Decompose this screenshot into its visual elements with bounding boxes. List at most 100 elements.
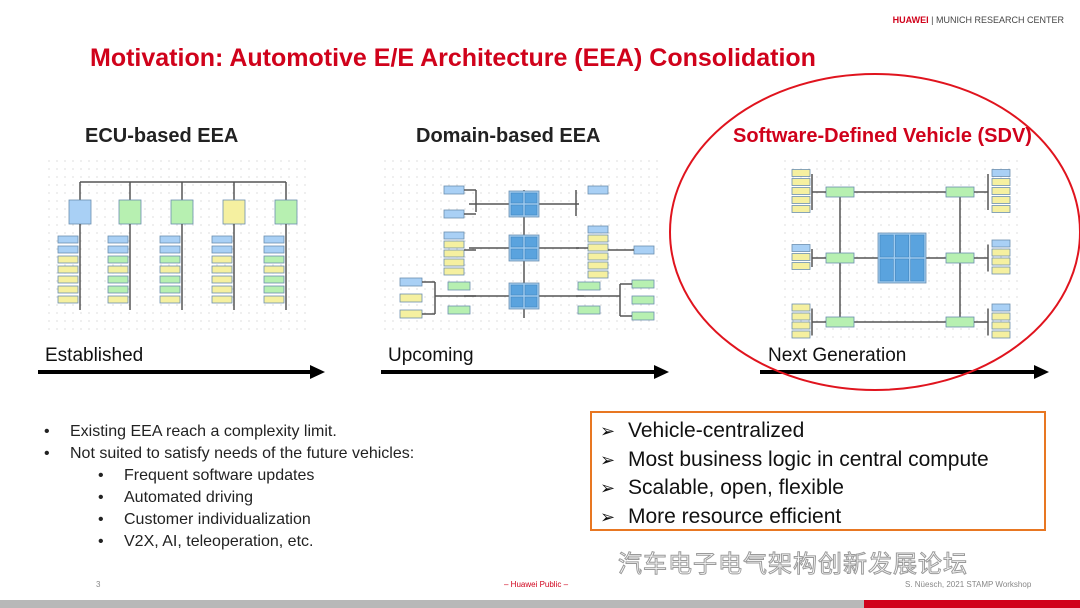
domain-node xyxy=(399,277,423,287)
sdv-peripheral-node xyxy=(991,321,1011,330)
ecu-node xyxy=(107,295,129,304)
bullet-dot: • xyxy=(44,423,50,440)
brand-separator: | xyxy=(931,15,934,25)
domain-node xyxy=(587,234,609,243)
sub-bullet-text: Customer individualization xyxy=(124,511,311,528)
domain-node xyxy=(443,267,465,276)
sdv-peripheral-node xyxy=(791,178,811,186)
stage-label-next-generation: Next Generation xyxy=(768,345,907,366)
benefit-text: Most business logic in central compute xyxy=(628,447,989,471)
bullet-item: • Not suited to satisfy needs of the fut… xyxy=(44,443,414,465)
compute-core xyxy=(510,204,524,216)
sub-bullet-text: Frequent software updates xyxy=(124,467,315,484)
benefit-item: ➢ More resource efficient xyxy=(600,503,1044,532)
sub-bullet-item: • V2X, AI, teleoperation, etc. xyxy=(44,531,414,553)
domain-node xyxy=(443,209,465,219)
sdv-benefits-box: ➢ Vehicle-centralized ➢ Most business lo… xyxy=(590,411,1046,531)
ecu-node xyxy=(263,275,285,284)
domain-node xyxy=(587,185,609,195)
author-credit: S. Nüesch, 2021 STAMP Workshop xyxy=(905,580,1032,589)
ecu-node xyxy=(159,255,181,264)
compute-core xyxy=(524,192,538,204)
sdv-column-title: Software-Defined Vehicle (SDV) xyxy=(733,125,1032,147)
brand-name: HUAWEI xyxy=(892,15,929,25)
bullet-text: Not suited to satisfy needs of the futur… xyxy=(70,445,415,462)
domain-node xyxy=(633,245,655,255)
sdv-peripheral-node xyxy=(791,330,811,339)
wechat-watermark: 汽车电子电气架构创新发展论坛 xyxy=(618,551,968,579)
domain-node xyxy=(587,261,609,270)
sdv-peripheral-node xyxy=(791,205,811,213)
compute-core xyxy=(524,236,538,248)
ecu-node xyxy=(107,255,129,264)
domain-node xyxy=(587,270,609,279)
ecu-node xyxy=(263,295,285,304)
ecu-node xyxy=(57,295,79,304)
ecu-node xyxy=(57,235,79,244)
domain-node xyxy=(443,185,465,195)
ecu-node xyxy=(211,275,233,284)
ecu-controller xyxy=(118,199,142,225)
sdv-peripheral-node xyxy=(991,196,1011,204)
compute-core xyxy=(879,234,894,258)
ecu-node xyxy=(159,235,181,244)
sub-bullet-item: • Frequent software updates xyxy=(44,465,414,487)
stage-arrow-established xyxy=(38,365,325,379)
domain-node xyxy=(447,281,471,291)
ecu-node xyxy=(159,275,181,284)
zone-gateway xyxy=(825,252,855,264)
sdv-peripheral-node xyxy=(991,266,1011,275)
domain-node xyxy=(631,311,655,321)
ecu-controller xyxy=(222,199,246,225)
domain-column-title: Domain-based EEA xyxy=(416,125,601,147)
ecu-node xyxy=(57,255,79,264)
sdv-peripheral-node xyxy=(791,253,811,261)
ecu-node xyxy=(263,245,285,254)
domain-node xyxy=(587,252,609,261)
sdv-peripheral-node xyxy=(791,321,811,330)
ecu-column-title: ECU-based EEA xyxy=(85,125,239,147)
arrow-bullet-icon: ➢ xyxy=(600,478,616,498)
ecu-node xyxy=(107,245,129,254)
domain-node xyxy=(443,231,465,240)
ecu-node xyxy=(57,245,79,254)
ecu-node xyxy=(211,265,233,274)
stage-label-upcoming: Upcoming xyxy=(388,345,474,366)
sub-bullet-item: • Automated driving xyxy=(44,487,414,509)
compute-core xyxy=(524,204,538,216)
sdv-peripheral-node xyxy=(991,303,1011,312)
compute-core xyxy=(524,296,538,308)
domain-node xyxy=(577,305,601,315)
ecu-node xyxy=(107,285,129,294)
zone-gateway xyxy=(945,252,975,264)
compute-core xyxy=(879,258,894,282)
ecu-node xyxy=(211,255,233,264)
bullet-dot: • xyxy=(98,533,104,550)
bottom-bar xyxy=(0,600,1080,608)
sdv-peripheral-node xyxy=(791,303,811,312)
domain-node xyxy=(631,295,655,305)
benefit-item: ➢ Vehicle-centralized xyxy=(600,417,1044,446)
domain-node xyxy=(631,279,655,289)
sdv-peripheral-node xyxy=(991,330,1011,339)
sdv-highlight-circle xyxy=(669,73,1080,391)
zone-gateway xyxy=(825,316,855,328)
ecu-node xyxy=(211,235,233,244)
stage-label-established: Established xyxy=(45,345,144,366)
header-brand: HUAWEI | MUNICH RESEARCH CENTER xyxy=(893,15,1064,25)
ecu-node xyxy=(159,245,181,254)
page-number: 3 xyxy=(96,580,101,589)
sdv-network-diagram xyxy=(791,169,1011,339)
sdv-peripheral-node xyxy=(791,244,811,252)
arrow-bullet-icon: ➢ xyxy=(600,449,616,470)
sdv-peripheral-node xyxy=(991,205,1011,213)
ecu-controller xyxy=(274,199,298,225)
domain-node xyxy=(447,305,471,315)
domain-network-diagram xyxy=(399,185,655,321)
slide-title: Motivation: Automotive E/E Architecture … xyxy=(90,44,816,72)
arrow-bullet-icon: ➢ xyxy=(600,506,616,527)
ecu-node xyxy=(211,285,233,294)
domain-node xyxy=(443,249,465,258)
compute-core xyxy=(895,258,909,282)
sdv-peripheral-node xyxy=(991,257,1011,266)
